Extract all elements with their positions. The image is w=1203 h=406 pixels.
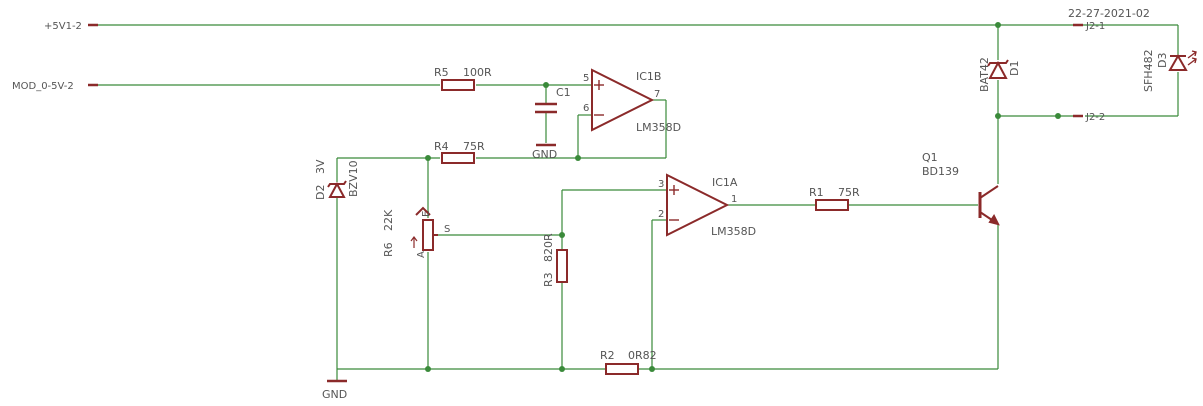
q1-collector-lead — [979, 185, 999, 199]
d3-part: SFH482 — [1142, 49, 1155, 92]
r2-value: 0R82 — [628, 349, 657, 362]
d2-value: 3V — [314, 159, 327, 174]
labels: 22-27-2021-02 +5V1-2 MOD_0-5V-2 J2-1 J2-… — [12, 7, 1169, 401]
d1-name: D1 — [1008, 61, 1021, 76]
capacitor-c1 — [535, 102, 557, 147]
junction-r3-bottom — [559, 366, 565, 372]
ic1a-part: LM358D — [711, 225, 756, 238]
diode-d1 — [987, 59, 1009, 79]
resistor-r5 — [441, 79, 475, 91]
r6-pin-s: S — [444, 224, 450, 235]
r3-value: 820R — [542, 233, 555, 262]
pot-arrow-head-icon — [410, 236, 418, 242]
r4-name: R4 — [434, 140, 449, 153]
junction-ic1b-fb — [575, 155, 581, 161]
q1-part: BD139 — [922, 165, 959, 178]
junction-r6-bottom — [425, 366, 431, 372]
net-label-gnd-c1: GND — [532, 148, 557, 161]
junction-r6-top — [425, 155, 431, 161]
junction-c1 — [543, 82, 549, 88]
resistor-r2 — [605, 363, 639, 375]
opamp-ic1b-triangle — [591, 68, 655, 132]
d1-body — [988, 60, 1008, 79]
r5-value: 100R — [463, 66, 492, 79]
ic1a-pin-minus: 2 — [658, 209, 664, 220]
opamp-ic1a — [666, 173, 730, 237]
net-label-j2-1: J2-1 — [1085, 21, 1105, 32]
led-ray-2-head-icon — [1191, 57, 1197, 64]
q1-emitter-arrow-icon — [988, 214, 1000, 226]
junction-j2-2 — [1055, 113, 1061, 119]
r2-name: R2 — [600, 349, 615, 362]
junction-r2-right — [649, 366, 655, 372]
r6-name: R6 — [382, 242, 395, 257]
resistor-r1 — [815, 199, 849, 211]
r1-name: R1 — [809, 186, 824, 199]
led-d3 — [1168, 50, 1197, 71]
resistor-r3 — [556, 249, 568, 283]
net-label-vcc: +5V1-2 — [44, 21, 82, 32]
ic1b-pin-minus: 6 — [583, 103, 589, 114]
d2-part: BZV10 — [347, 160, 360, 197]
r3-name: R3 — [542, 272, 555, 287]
opamp-ic1a-triangle — [666, 173, 730, 237]
d2-body — [328, 181, 346, 198]
pot-adjust-arrow — [415, 206, 431, 216]
ic1a-pin-plus: 3 — [658, 179, 664, 190]
net-label-mod: MOD_0-5V-2 — [12, 81, 74, 92]
net-label-j2-2: J2-2 — [1085, 112, 1105, 123]
led-ray-1-icon — [1187, 51, 1197, 59]
led-ray-2-icon — [1187, 58, 1197, 66]
ic1b-pin-out: 7 — [654, 89, 660, 100]
r1-value: 75R — [838, 186, 860, 199]
d1-schottky-bar — [987, 59, 1009, 67]
net-label-gnd-main: GND — [322, 388, 347, 401]
wires — [92, 24, 1179, 380]
q1-name: Q1 — [922, 151, 938, 164]
junction-wiper — [559, 232, 565, 238]
r5-name: R5 — [434, 66, 449, 79]
c1-name: C1 — [556, 86, 571, 99]
ic1a-name: IC1A — [712, 176, 738, 189]
d2-zener-bar — [327, 180, 347, 188]
ic1b-part: LM358D — [636, 121, 681, 134]
sheet-title: 22-27-2021-02 — [1068, 7, 1150, 20]
d1-part: BAT42 — [978, 57, 991, 92]
junction-d1-q1 — [995, 113, 1001, 119]
junction-vcc-d1 — [995, 22, 1001, 28]
resistor-r4 — [441, 152, 475, 164]
diode-d2 — [327, 180, 347, 198]
r6-value: 22K — [382, 209, 395, 231]
led-ray-1-head-icon — [1191, 50, 1197, 57]
opamp-ic1b — [591, 68, 655, 132]
d2-name: D2 — [314, 185, 327, 200]
transistor-q1 — [978, 185, 1000, 226]
d3-body — [1168, 53, 1188, 71]
net-pins — [88, 23, 1083, 118]
r6-pin-a: A — [416, 251, 427, 258]
d3-name: D3 — [1156, 53, 1169, 68]
ic1a-pin-out: 1 — [731, 194, 737, 205]
r4-value: 75R — [463, 140, 485, 153]
junctions — [425, 22, 1061, 372]
ic1b-pin-plus: 5 — [583, 73, 589, 84]
r6-pin-e: E — [421, 211, 432, 217]
resistors — [410, 79, 849, 375]
ic1b-name: IC1B — [636, 70, 661, 83]
